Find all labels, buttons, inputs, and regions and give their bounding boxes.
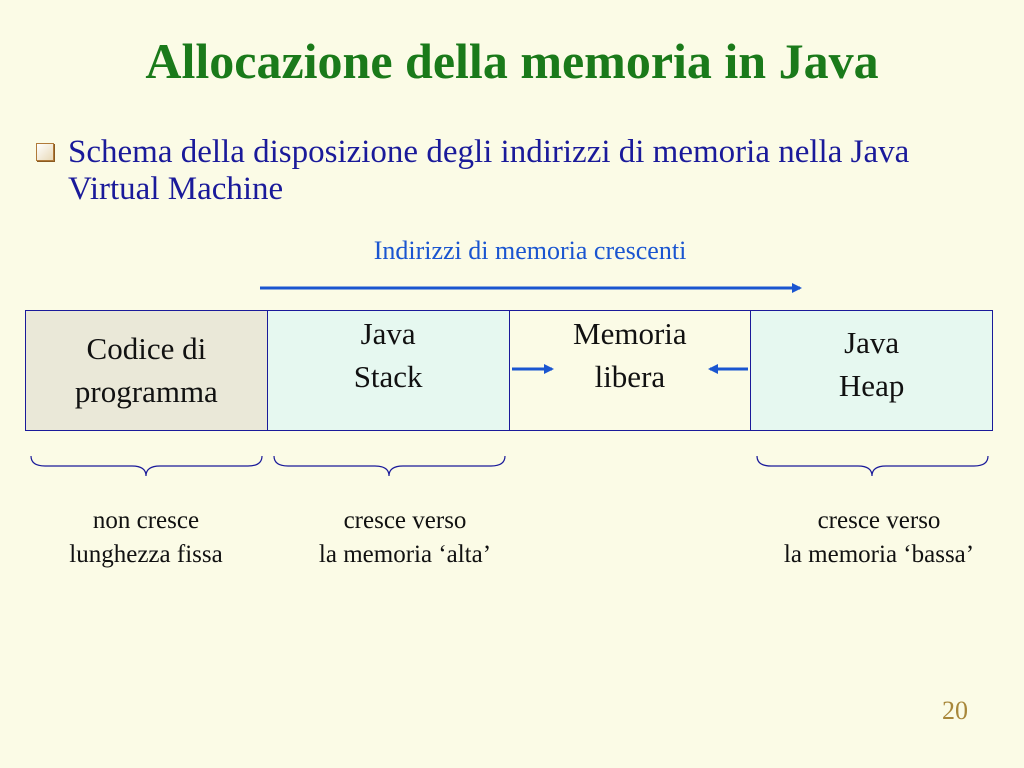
brace-stack xyxy=(273,455,506,477)
segment-java-stack: Java Stack xyxy=(267,311,510,430)
segment-label: Java Stack xyxy=(353,315,423,394)
brace-code xyxy=(30,455,263,477)
memory-layout-diagram: Codice di programma Java Stack Memoria l… xyxy=(25,310,993,431)
segment-java-heap: Java Heap xyxy=(751,311,992,430)
brace-heap xyxy=(756,455,989,477)
segment-label: Codice di programma xyxy=(74,330,218,409)
segment-label: Memoria libera xyxy=(573,315,687,394)
note-heap-growth: cresce verso la memoria ‘bassa’ xyxy=(783,507,975,568)
address-direction-label: Indirizzi di memoria crescenti xyxy=(373,236,687,265)
segment-free-memory: Memoria libera xyxy=(509,311,752,430)
bullet-text: Schema della disposizione degli indirizz… xyxy=(68,134,910,207)
page-number: 20 xyxy=(942,696,968,725)
note-code-fixed: non cresce lunghezza fissa xyxy=(69,507,223,568)
segment-program-code: Codice di programma xyxy=(26,311,268,430)
segment-label: Java Heap xyxy=(838,324,905,403)
slide-title: Allocazione della memoria in Java xyxy=(145,33,879,89)
bullet-square-icon xyxy=(36,143,54,161)
note-stack-growth: cresce verso la memoria ‘alta’ xyxy=(318,507,492,568)
